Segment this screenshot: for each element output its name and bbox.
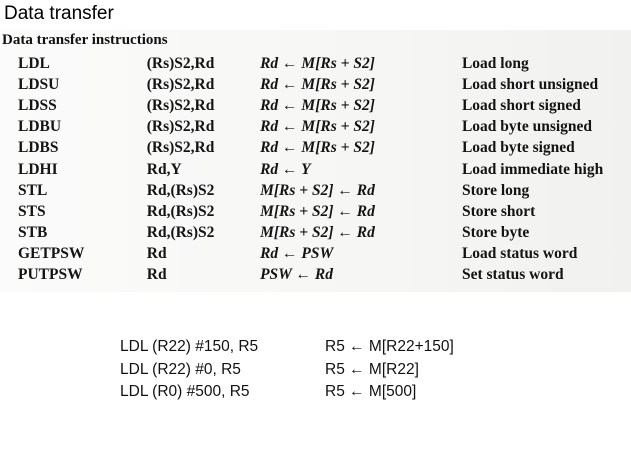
- instruction-description: Load byte signed: [461, 139, 575, 157]
- instruction-operands: Rd,(Rs)S2: [146, 202, 215, 220]
- table-row: GETPSW Rd Rd ← PSW Load status word: [0, 243, 631, 264]
- table-row: LDL (Rs)S2,Rd Rd ← M[Rs + S2] Load long: [0, 53, 631, 74]
- instruction-mnemonic: LDBU: [18, 118, 62, 136]
- instruction-transfer: Rd ← M[Rs + S2]: [260, 97, 375, 115]
- instruction-transfer: M[Rs + S2] ← Rd: [260, 202, 375, 220]
- example-row: LDL (R0) #500, R5 R5 ← M[500]: [120, 381, 454, 404]
- instruction-operands: (Rs)S2,Rd: [146, 139, 215, 157]
- table-heading: Data transfer instructions: [2, 32, 168, 48]
- instruction-description: Load immediate high: [461, 160, 604, 178]
- instruction-description: Load short signed: [461, 97, 581, 115]
- scanned-table-image: [0, 30, 631, 292]
- example-row: LDL (R22) #150, R5 R5 ← M[R22+150]: [120, 336, 454, 359]
- table-row: STS Rd,(Rs)S2 M[Rs + S2] ← Rd Store shor…: [0, 201, 631, 222]
- table-row: LDSS (Rs)S2,Rd Rd ← M[Rs + S2] Load shor…: [0, 95, 631, 116]
- instruction-transfer: Rd ← M[Rs + S2]: [260, 76, 375, 94]
- instruction-mnemonic: LDL: [18, 55, 50, 73]
- instruction-mnemonic: GETPSW: [18, 244, 85, 262]
- example-effect: R5 ← M[500]: [325, 383, 417, 401]
- instruction-mnemonic: STB: [18, 223, 48, 241]
- instruction-mnemonic: LDHI: [18, 160, 58, 178]
- instruction-transfer: M[Rs + S2] ← Rd: [260, 181, 375, 199]
- table-row: STL Rd,(Rs)S2 M[Rs + S2] ← Rd Store long: [0, 180, 631, 201]
- instructions-table: LDL (Rs)S2,Rd Rd ← M[Rs + S2] Load long …: [0, 53, 631, 285]
- instruction-description: Store byte: [461, 223, 530, 241]
- table-row: LDBS (Rs)S2,Rd Rd ← M[Rs + S2] Load byte…: [0, 137, 631, 158]
- instruction-operands: Rd,Y: [146, 160, 182, 178]
- instruction-operands: (Rs)S2,Rd: [146, 97, 215, 115]
- example-code: LDL (R0) #500, R5: [120, 383, 250, 401]
- instruction-transfer: PSW ← Rd: [260, 265, 334, 283]
- example-effect: R5 ← M[R22]: [325, 360, 419, 378]
- instruction-operands: Rd: [146, 265, 167, 283]
- instruction-transfer: Rd ← Y: [260, 160, 311, 178]
- example-code: LDL (R22) #0, R5: [120, 360, 241, 378]
- instruction-transfer: Rd ← M[Rs + S2]: [260, 55, 375, 73]
- instruction-operands: (Rs)S2,Rd: [146, 118, 215, 136]
- instruction-mnemonic: PUTPSW: [18, 265, 83, 283]
- example-effect: R5 ← M[R22+150]: [325, 338, 454, 356]
- instruction-transfer: Rd ← M[Rs + S2]: [260, 139, 375, 157]
- table-row: LDSU (Rs)S2,Rd Rd ← M[Rs + S2] Load shor…: [0, 74, 631, 95]
- instruction-operands: (Rs)S2,Rd: [146, 76, 215, 94]
- instruction-mnemonic: LDSU: [18, 76, 60, 94]
- instruction-description: Load short unsigned: [461, 76, 599, 94]
- table-row: LDBU (Rs)S2,Rd Rd ← M[Rs + S2] Load byte…: [0, 116, 631, 137]
- instruction-description: Load status word: [461, 244, 578, 262]
- instruction-operands: Rd,(Rs)S2: [146, 223, 215, 241]
- instruction-mnemonic: LDBS: [18, 139, 59, 157]
- instruction-transfer: M[Rs + S2] ← Rd: [260, 223, 375, 241]
- instruction-transfer: Rd ← M[Rs + S2]: [260, 118, 375, 136]
- instruction-operands: Rd,(Rs)S2: [146, 181, 215, 199]
- example-row: LDL (R22) #0, R5 R5 ← M[R22]: [120, 359, 454, 382]
- instruction-description: Load byte unsigned: [461, 118, 593, 136]
- instruction-operands: Rd: [146, 244, 167, 262]
- slide-title: Data transfer: [4, 3, 114, 24]
- examples-list: LDL (R22) #150, R5 R5 ← M[R22+150] LDL (…: [120, 336, 454, 404]
- instruction-mnemonic: STL: [18, 181, 48, 199]
- instruction-mnemonic: STS: [18, 202, 46, 220]
- table-row: STB Rd,(Rs)S2 M[Rs + S2] ← Rd Store byte: [0, 222, 631, 243]
- instruction-description: Store short: [461, 202, 536, 220]
- example-code: LDL (R22) #150, R5: [120, 338, 259, 356]
- table-row: PUTPSW Rd PSW ← Rd Set status word: [0, 264, 631, 285]
- instruction-mnemonic: LDSS: [18, 97, 57, 115]
- table-row: LDHI Rd,Y Rd ← Y Load immediate high: [0, 158, 631, 179]
- instruction-description: Store long: [461, 181, 530, 199]
- instruction-description: Set status word: [461, 265, 564, 283]
- instruction-description: Load long: [461, 55, 529, 73]
- instruction-operands: (Rs)S2,Rd: [146, 55, 215, 73]
- instruction-transfer: Rd ← PSW: [260, 244, 334, 262]
